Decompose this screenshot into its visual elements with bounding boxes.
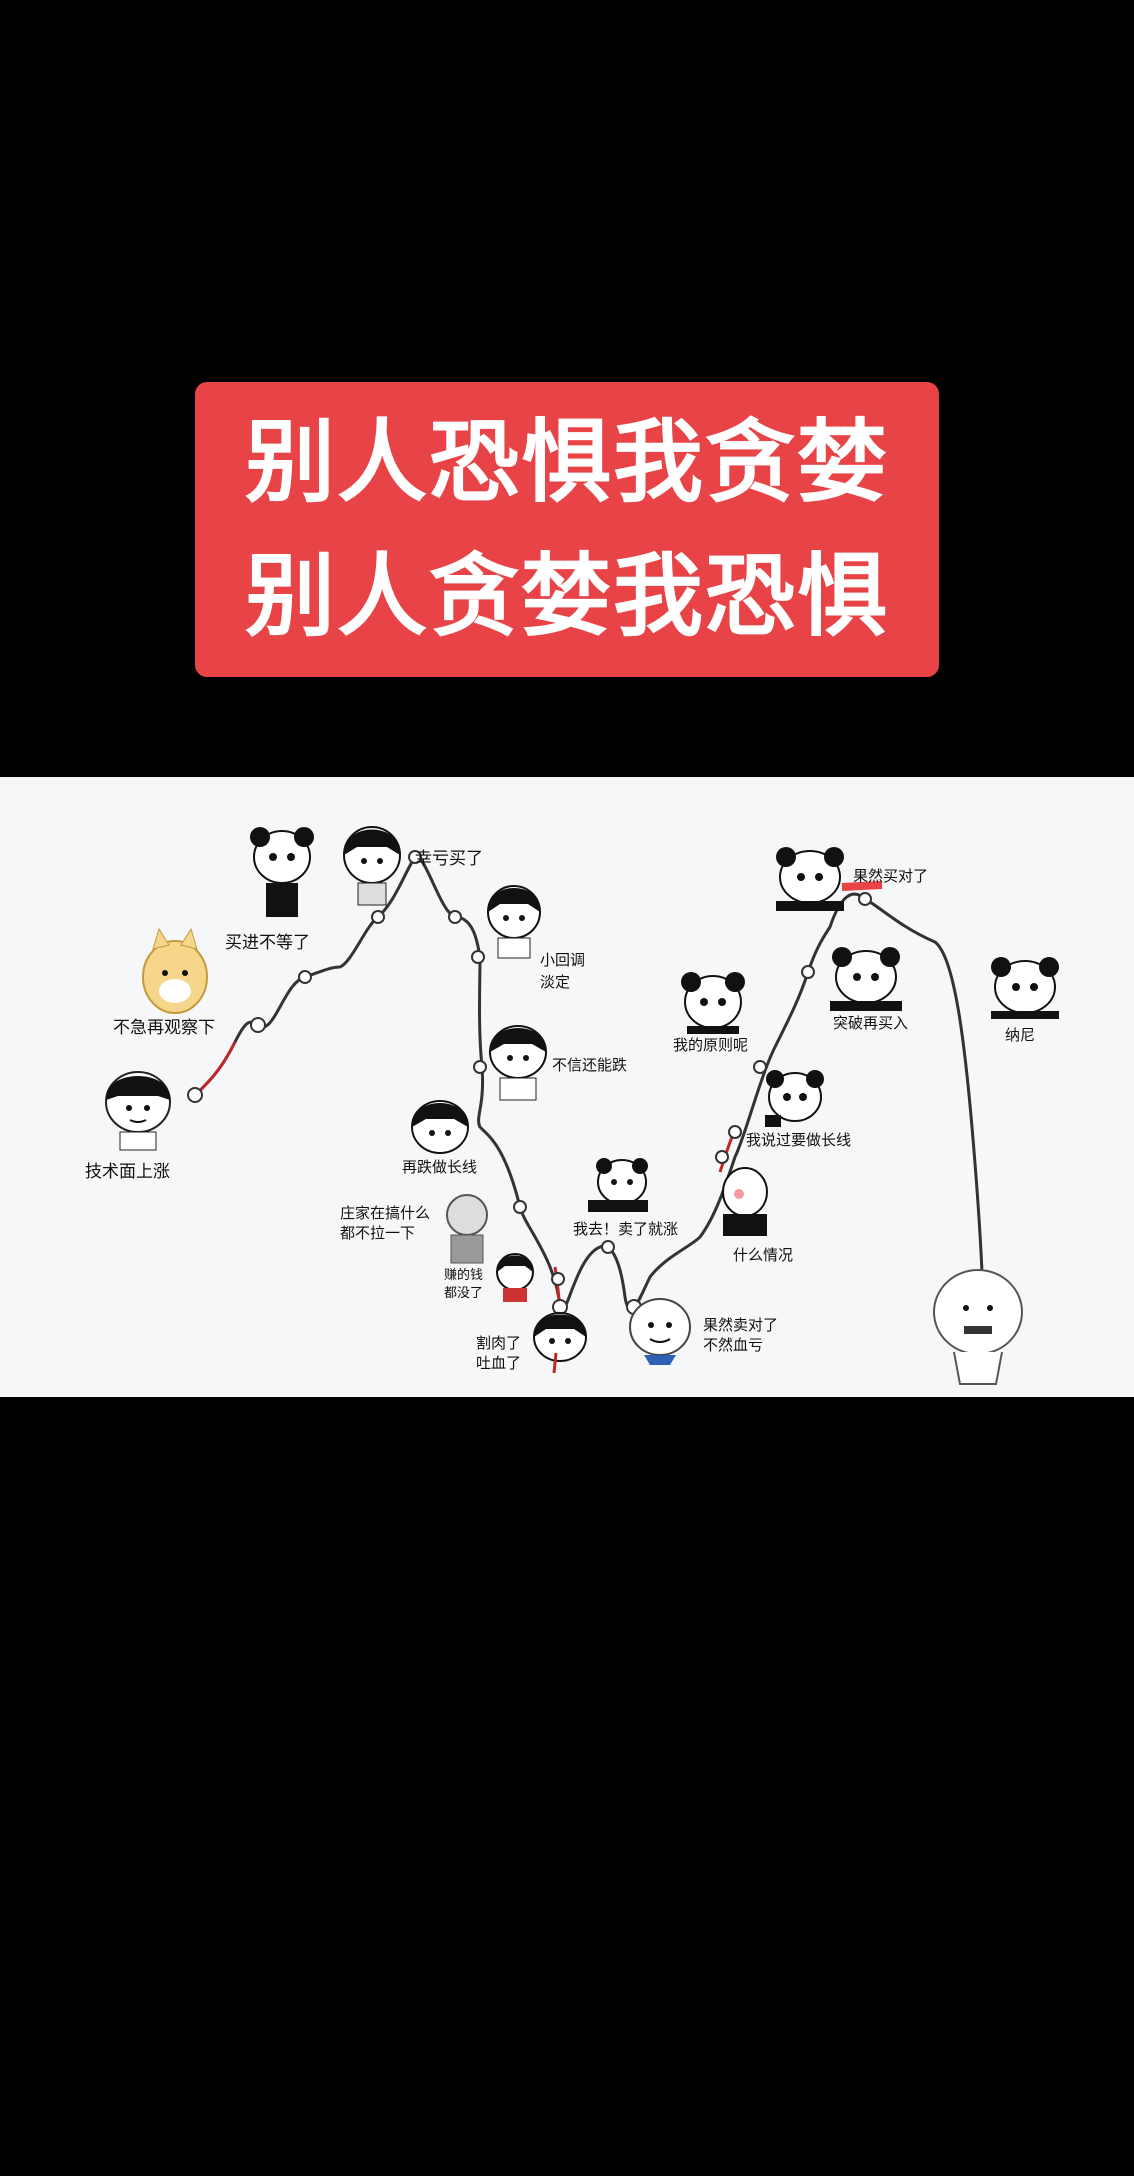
meme-face-icon xyxy=(533,1312,587,1374)
curve-point xyxy=(513,1200,527,1214)
title-line-2: 别人贪婪我恐惧 xyxy=(245,543,889,649)
meme-face-icon xyxy=(446,1194,488,1264)
curve-point xyxy=(728,1125,742,1139)
meme-face-icon xyxy=(343,826,401,906)
panda-face-icon xyxy=(250,827,314,917)
label-cut-loss: 割肉了 吐血了 xyxy=(476,1334,522,1372)
panda-face-icon xyxy=(830,947,902,1011)
curve-point xyxy=(471,950,485,964)
meme-face-icon xyxy=(105,1071,171,1151)
label-banker: 庄家在搞什么 都不拉一下 xyxy=(340,1204,431,1242)
curve-point xyxy=(408,850,422,864)
label-told-long: 我说过要做长线 xyxy=(746,1131,852,1149)
meme-face-icon xyxy=(487,885,541,959)
title-line-1: 别人恐惧我贪婪 xyxy=(245,409,889,515)
meme-face-icon xyxy=(496,1253,534,1302)
curve-point xyxy=(551,1272,565,1286)
label-wait-observe: 不急再观察下 xyxy=(113,1018,215,1038)
panda-face-icon xyxy=(765,1070,824,1127)
panda-face-icon xyxy=(776,847,883,911)
panda-face-icon xyxy=(681,972,745,1034)
panda-face-icon xyxy=(991,957,1059,1019)
curve-point xyxy=(250,1017,266,1033)
red-curve-segment-1 xyxy=(193,1041,237,1097)
label-small-pullback: 小回调 淡定 xyxy=(540,951,586,991)
round-face-icon xyxy=(629,1298,691,1365)
label-what-happened: 什么情况 xyxy=(733,1246,794,1264)
label-hold-long: 再跌做长线 xyxy=(402,1158,478,1176)
label-lucky-sold: 果然卖对了 不然血亏 xyxy=(703,1316,779,1354)
curve-point xyxy=(448,910,462,924)
meme-face-icon xyxy=(489,1025,547,1101)
label-profit-gone: 赚的钱 都没了 xyxy=(444,1268,484,1301)
curve-point xyxy=(552,1299,568,1315)
label-my-principle: 我的原则呢 xyxy=(673,1036,749,1054)
emotion-curve-illustration xyxy=(105,826,1059,1385)
curve-point xyxy=(473,1060,487,1074)
label-lucky-bought: 幸亏买了 xyxy=(415,849,483,869)
curve-point xyxy=(298,970,312,984)
label-bought-right: 果然买对了 xyxy=(853,867,929,885)
label-sold-rise: 我去！卖了就涨 xyxy=(573,1220,679,1238)
meme-image-panel: 技术面上涨 不急再观察下 买进不等了 幸亏买了 小回调 淡定 不信还能跌 再跌做… xyxy=(0,777,1134,1397)
curve-point xyxy=(801,965,815,979)
hanging-figure-icon xyxy=(933,1269,1023,1385)
curve-point xyxy=(371,910,385,924)
label-nani: 纳尼 xyxy=(1005,1026,1036,1044)
curve-point xyxy=(858,892,872,906)
emotion-curve-line xyxy=(193,855,985,1312)
label-buy-now: 买进不等了 xyxy=(225,933,310,953)
curve-point xyxy=(715,1150,729,1164)
label-breakout-buy: 突破再买入 xyxy=(833,1014,909,1032)
meme-face-icon xyxy=(411,1100,469,1154)
curve-point xyxy=(753,1060,767,1074)
title-banner: 别人恐惧我贪婪 别人贪婪我恐惧 xyxy=(195,382,939,677)
doge-face-icon xyxy=(142,927,208,1014)
curve-point xyxy=(187,1087,203,1103)
label-tech-rise: 技术面上涨 xyxy=(85,1162,170,1182)
panda-face-icon xyxy=(588,1158,648,1212)
label-not-believe: 不信还能跌 xyxy=(552,1056,628,1074)
curve-point xyxy=(601,1240,615,1254)
panda-face-icon xyxy=(722,1167,768,1236)
